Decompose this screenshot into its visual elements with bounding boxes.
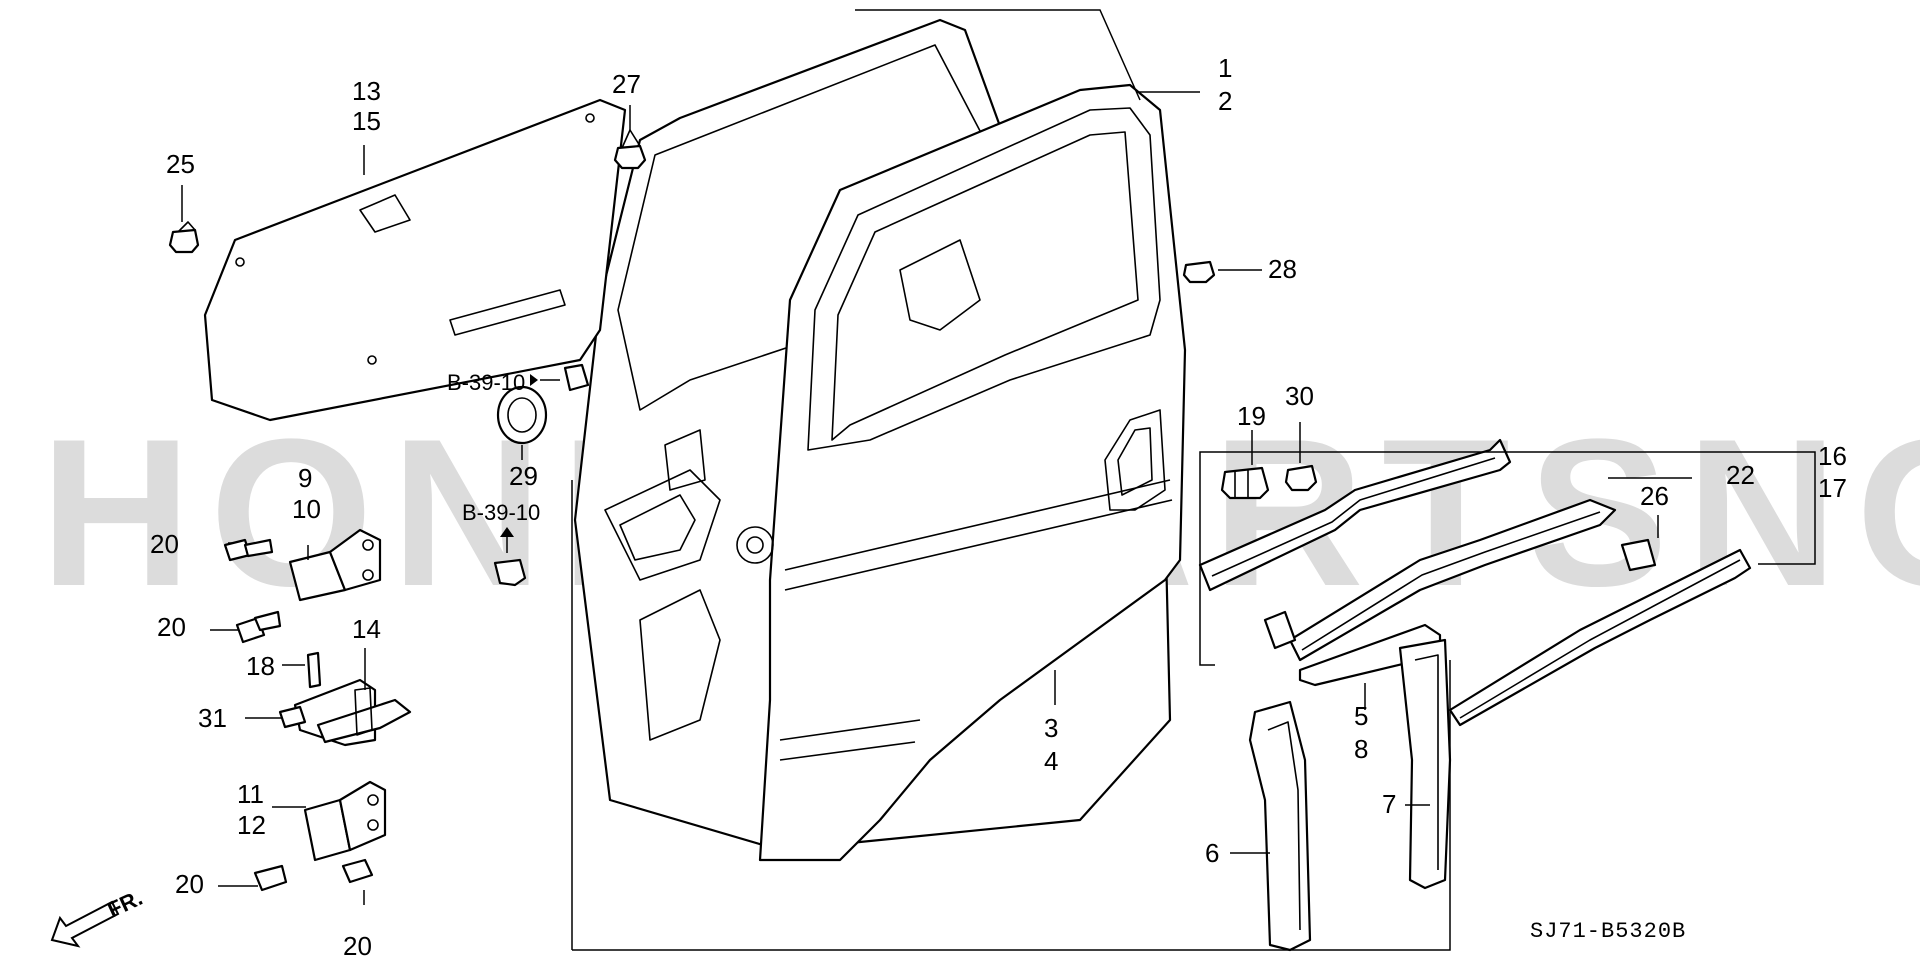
bolt-20-c[interactable] [253,864,288,892]
ref-label-upper[interactable]: B-39-10 [447,370,525,395]
callout-17[interactable]: 17 [1818,473,1847,503]
sill-panel-22[interactable] [1263,498,1617,662]
callout-8[interactable]: 8 [1354,734,1368,764]
diagram-code: SJ71-B5320B [1530,919,1686,944]
callout-25[interactable]: 25 [166,149,195,179]
callout-10[interactable]: 10 [292,494,321,524]
clip-27[interactable] [613,129,647,170]
ref-arrow-lower [500,527,514,537]
callout-29[interactable]: 29 [509,461,538,491]
door-lining-part[interactable] [203,98,627,422]
callout-20-a[interactable]: 20 [150,529,179,559]
callout-22[interactable]: 22 [1726,460,1755,490]
callout-16[interactable]: 16 [1818,441,1847,471]
bolt-31[interactable] [278,705,307,729]
callout-7[interactable]: 7 [1382,789,1396,819]
callout-20-b[interactable]: 20 [157,612,186,642]
bolt-20-d[interactable] [341,858,374,884]
callout-3[interactable]: 3 [1044,713,1058,743]
sill-panel-16-17[interactable] [1198,438,1512,592]
callout-11[interactable]: 11 [237,779,264,809]
clip-b39-upper[interactable] [563,363,590,392]
clip-25[interactable] [168,221,200,254]
callout-30[interactable]: 30 [1285,381,1314,411]
callout-9[interactable]: 9 [298,463,312,493]
bolt-20-a[interactable] [223,538,274,562]
upper-hinge-9-10[interactable] [288,528,382,602]
lower-hinge-11-12[interactable] [303,780,387,862]
plug-30[interactable] [1284,464,1318,492]
callout-12[interactable]: 12 [237,810,266,840]
callout-5[interactable]: 5 [1354,701,1368,731]
clip-b39-lower[interactable] [493,558,527,587]
callout-27[interactable]: 27 [612,69,641,99]
ref-label-lower[interactable]: B-39-10 [462,500,540,525]
callout-28[interactable]: 28 [1268,254,1297,284]
leader-lines [181,91,1816,905]
pillar-reinforcement-6[interactable] [1248,700,1312,952]
ref-arrow-upper [530,374,538,386]
callout-4[interactable]: 4 [1044,746,1058,776]
callout-2[interactable]: 2 [1218,86,1232,116]
door-shell[interactable] [573,18,1187,862]
callout-31[interactable]: 31 [198,703,227,733]
callout-13[interactable]: 13 [352,76,381,106]
grommet-29[interactable] [496,385,548,445]
clip-26[interactable] [1620,538,1657,572]
callout-14[interactable]: 14 [352,614,381,644]
pin-18[interactable] [306,651,322,689]
front-direction-arrow: FR. [50,885,146,948]
callout-15[interactable]: 15 [352,106,381,136]
callout-20-c[interactable]: 20 [175,869,204,899]
callout-26[interactable]: 26 [1640,481,1669,511]
plug-19[interactable] [1220,466,1270,500]
door-checker-14[interactable] [293,678,412,747]
callout-20-d[interactable]: 20 [343,931,372,961]
bolt-20-b[interactable] [235,610,282,644]
callout-6[interactable]: 6 [1205,838,1219,868]
callout-1[interactable]: 1 [1218,53,1232,83]
callout-19[interactable]: 19 [1237,401,1266,431]
sill-panel-lower[interactable] [1448,548,1752,727]
pillar-reinforcement-7[interactable] [1398,638,1452,890]
clip-28[interactable] [1182,260,1216,284]
callout-18[interactable]: 18 [246,651,275,681]
